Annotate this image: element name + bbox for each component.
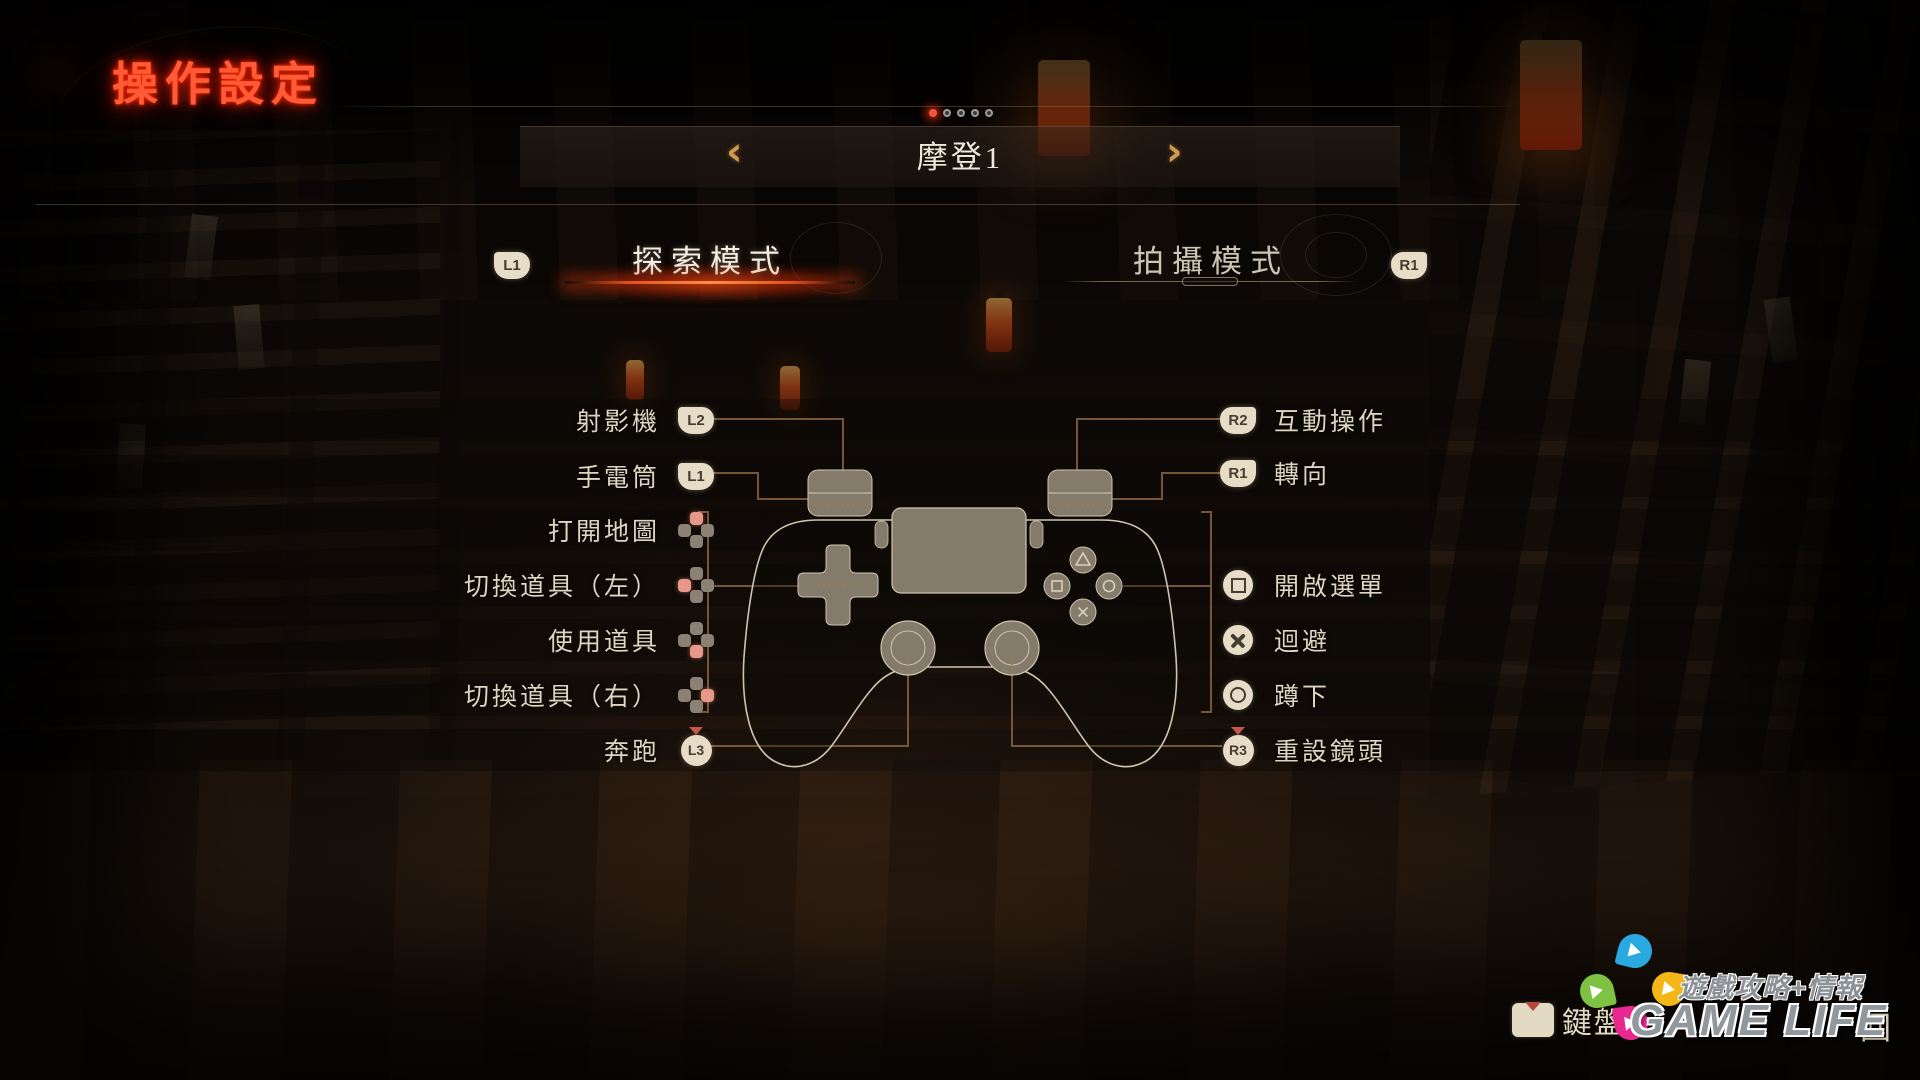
row-strip (0, 455, 1920, 497)
circle-button-icon (1223, 680, 1253, 710)
binding-label: 蹲下 (1274, 684, 1331, 711)
options-button (1029, 520, 1044, 549)
binding-label: 射影機 (575, 409, 660, 436)
preset-name: 摩登1 (916, 140, 1004, 175)
binding-label: 迴避 (1274, 629, 1331, 656)
preset-bar (520, 126, 1400, 187)
title-underline (335, 106, 1520, 107)
touchpad (891, 507, 1027, 594)
page-dot-active (929, 109, 937, 117)
binding-row-run: 奔跑 L3 (0, 728, 740, 772)
r2-button-icon: R2 (1220, 406, 1256, 434)
active-tab-underline (565, 281, 855, 284)
lantern-icon (1520, 32, 1582, 150)
binding-row-crouch: 蹲下 (1180, 673, 1920, 717)
underline-cartouche (1182, 277, 1238, 286)
triangle-button (1069, 546, 1097, 574)
r3-button-icon: R3 (1222, 734, 1254, 766)
balloon-blue-icon (1614, 930, 1656, 972)
dpad-right-icon (678, 677, 714, 713)
binding-label: 開啟選單 (1274, 574, 1387, 601)
binding-label: 互動操作 (1274, 409, 1387, 436)
page-dot (943, 109, 951, 117)
l1-shoulder-icon: L1 (494, 252, 530, 279)
page-title: 操作設定 (112, 59, 324, 110)
binding-row-dodge: 迴避 (1180, 618, 1920, 662)
circle-button (1095, 572, 1123, 600)
tab-photo-mode[interactable]: 拍攝模式 (1133, 244, 1289, 279)
gamepad-outline (742, 469, 1178, 768)
page-dot (985, 109, 993, 117)
watermark-brand: GAME LIFE (1630, 996, 1888, 1045)
controller-diagram (698, 418, 1222, 768)
binding-label: 打開地圖 (547, 519, 660, 546)
row-strip (0, 674, 1920, 716)
binding-label: 切換道具（右） (463, 684, 660, 711)
binding-row-reset-camera: R3 重設鏡頭 (1180, 728, 1920, 772)
balloon-green-icon (1576, 970, 1618, 1012)
square-button (1043, 572, 1071, 600)
floral-ornament (0, 0, 440, 180)
binding-row-turn: R1 轉向 (1180, 451, 1920, 495)
hanging-paper (233, 303, 265, 371)
binding-label: 使用道具 (547, 629, 660, 656)
preset-prev-arrow[interactable]: ‹ (726, 129, 743, 175)
l1-button-icon: L1 (678, 462, 714, 490)
floor (0, 760, 1920, 1080)
binding-label: 重設鏡頭 (1274, 739, 1387, 766)
back-button-label[interactable]: 回 (1860, 1011, 1891, 1046)
binding-label: 轉向 (1274, 462, 1331, 489)
binding-row-flashlight: 手電筒 L1 (0, 454, 740, 498)
share-button (874, 520, 889, 549)
square-button-icon (1223, 570, 1253, 600)
dpad-up-icon (678, 512, 714, 548)
r1-shoulder-icon: R1 (1391, 252, 1427, 279)
tab-exploration-mode[interactable]: 探索模式 (632, 244, 788, 279)
preset-next-arrow[interactable]: › (1166, 129, 1183, 175)
row-strip (0, 729, 1920, 771)
binding-row-use-item: 使用道具 (0, 618, 740, 662)
gamelife-watermark: 遊戲攻略+情報 GAME LIFE (1570, 930, 1920, 1055)
binding-row-interact: R2 互動操作 (1180, 398, 1920, 442)
lantern-icon (986, 290, 1012, 352)
swirl-decoration (1280, 214, 1392, 296)
dpad-down-icon (678, 622, 714, 658)
binding-row-camera: 射影機 L2 (0, 398, 740, 442)
binding-row-switch-item-left: 切換道具（左） (0, 563, 740, 607)
page-dot (957, 109, 965, 117)
page-dots (929, 109, 993, 117)
binding-row-open-menu: 開啟選單 (1180, 563, 1920, 607)
binding-row-open-map: 打開地圖 (0, 508, 740, 552)
header-separator (36, 204, 1520, 205)
cross-button-icon (1223, 625, 1253, 655)
row-strip (0, 619, 1920, 661)
touchpad-button-icon (1512, 1003, 1554, 1037)
dpad-left-icon (678, 567, 714, 603)
binding-label: 奔跑 (603, 739, 660, 766)
binding-row-switch-item-right: 切換道具（右） (0, 673, 740, 717)
swirl-decoration (1305, 232, 1367, 278)
l3-button-icon: L3 (680, 734, 712, 766)
binding-label: 手電筒 (575, 465, 660, 492)
watermark-tagline: 遊戲攻略+情報 (1678, 973, 1863, 1003)
r1-button-icon: R1 (1220, 459, 1256, 487)
page-dot (971, 109, 979, 117)
connector-lines (698, 418, 1222, 747)
lantern-icon (626, 352, 644, 400)
l2-button-icon: L2 (678, 406, 714, 434)
binding-label: 切換道具（左） (463, 574, 660, 601)
row-strip (0, 399, 1920, 441)
